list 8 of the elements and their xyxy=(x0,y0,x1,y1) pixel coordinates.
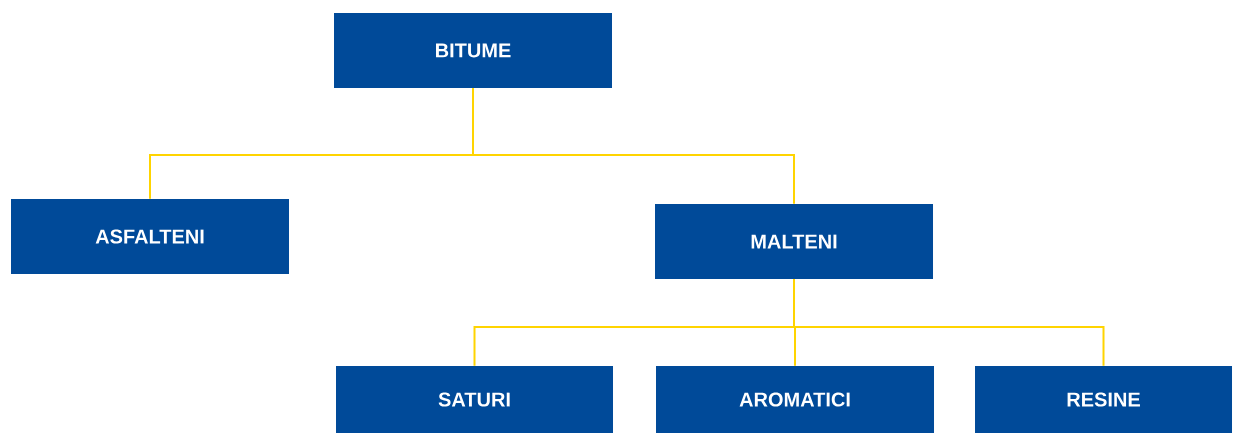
category-box: BITUME xyxy=(334,13,612,88)
category-box: AROMATICI xyxy=(656,366,934,433)
connector-line xyxy=(793,278,1105,367)
category-box: ASFALTENI xyxy=(11,199,289,274)
connector-line xyxy=(472,87,795,205)
category-box: MALTENI xyxy=(655,204,933,279)
category-box: RESINE xyxy=(975,366,1232,433)
category-box: SATURI xyxy=(336,366,613,433)
